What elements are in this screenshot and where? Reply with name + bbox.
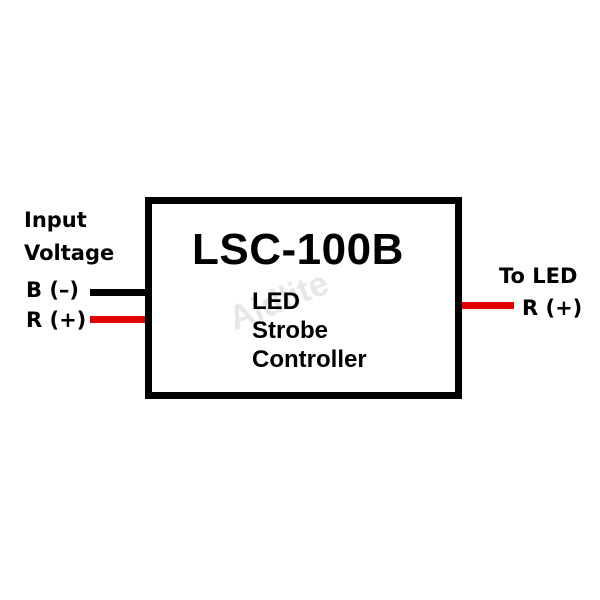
input-red-wire [90, 316, 150, 323]
model-name: LSC-100B [192, 225, 404, 274]
output-red-wire [458, 302, 514, 309]
input-title-line2: Voltage [24, 241, 115, 265]
input-b-label: B (–) [26, 278, 80, 302]
output-r-label: R (+) [522, 296, 583, 320]
controller-box [145, 197, 462, 399]
input-title-line1: Input [24, 208, 87, 232]
description-line-1: LED [252, 288, 300, 315]
description-line-2: Strobe [252, 317, 329, 344]
input-black-wire [90, 289, 150, 296]
input-r-label: R (+) [26, 308, 87, 332]
output-title: To LED [499, 264, 578, 288]
description-line-3: Controller [252, 346, 367, 373]
